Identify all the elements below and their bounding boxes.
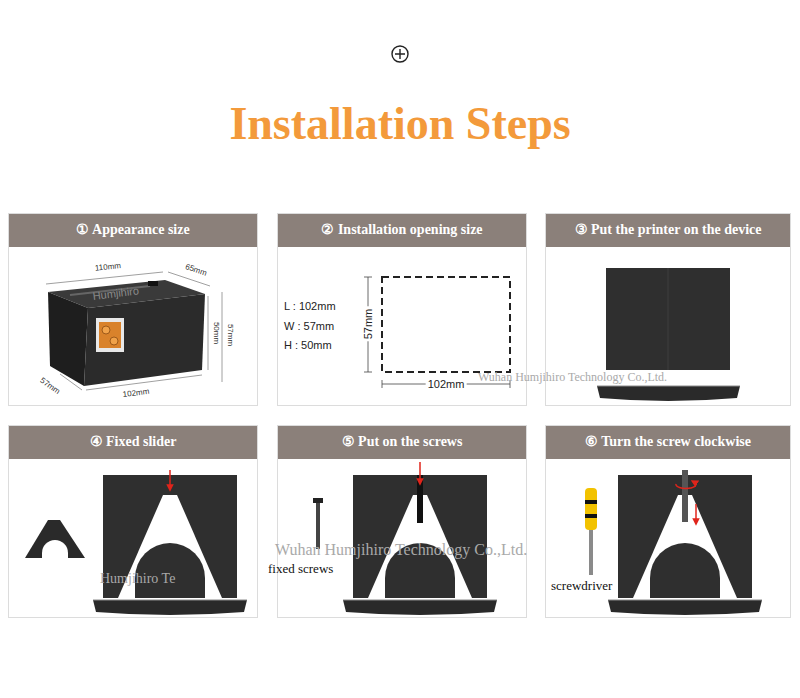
watermark: Humjihiro (92, 284, 140, 302)
page-title: Installation Steps (0, 96, 800, 151)
dimension: H : 50mm (284, 339, 332, 352)
dimension-line (60, 374, 82, 390)
dimension: 50mm (211, 322, 220, 344)
dimension: 65mm (184, 262, 208, 278)
dimension: 110mm (95, 261, 122, 273)
dimension: 57mm (225, 324, 234, 346)
gear (110, 337, 118, 345)
dimension: 57mm (38, 376, 61, 396)
screw-head (313, 498, 323, 503)
step-heading: ① Appearance size (9, 214, 257, 247)
slider-arch (42, 540, 68, 558)
step-heading: ② Installation opening size (278, 214, 526, 247)
step-panel: ④ Fixed slider (8, 425, 258, 618)
mechanism-frame (96, 318, 124, 352)
rotate-arrow (676, 482, 696, 488)
screwdriver-handle (585, 488, 597, 530)
device-base (597, 386, 740, 401)
slider-part (25, 520, 85, 558)
device-edge (343, 600, 497, 601)
device-base (93, 600, 247, 615)
screwdriver-shaft (589, 530, 593, 575)
handle-stripe (585, 500, 597, 504)
device-base (343, 600, 497, 615)
red-arrow (419, 462, 421, 482)
watermark: Humjihiro Te (100, 571, 175, 587)
watermark: Wuhan Humjihiro Technology Co.,Ltd. (478, 371, 667, 385)
device-edge (93, 600, 247, 601)
dimension-line (222, 292, 223, 382)
part-label: screwdriver (551, 579, 612, 594)
printer-body (606, 268, 730, 370)
step-heading: ⑤ Put on the screws (278, 426, 526, 459)
part-label: fixed screws (268, 562, 333, 577)
printer-seam (668, 268, 669, 370)
dimension: W : 57mm (284, 320, 334, 333)
slider-arch (135, 543, 205, 598)
device-edge (597, 386, 740, 387)
red-arrow (169, 470, 171, 488)
printer-side (48, 292, 88, 386)
device-edge (608, 600, 762, 601)
handle-stripe (585, 514, 597, 518)
printer-button (148, 281, 158, 286)
dimension: 102mm (426, 378, 467, 391)
dimension-line (46, 272, 163, 284)
step-heading: ④ Fixed slider (9, 426, 257, 459)
dimension: L : 102mm (284, 300, 336, 313)
printer-front (84, 294, 205, 386)
red-arrow (695, 504, 697, 522)
gear (102, 326, 110, 334)
device-base (608, 600, 762, 615)
dimension: 102mm (122, 387, 150, 399)
screw (417, 475, 423, 523)
plus-sign (395, 49, 405, 59)
step-heading: ⑥ Turn the screw clockwise (546, 426, 790, 459)
slider-arch (650, 543, 720, 598)
step-heading: ③ Put the printer on the device (546, 214, 790, 247)
plus-circle (392, 46, 408, 62)
printer-gears (99, 322, 121, 348)
screw (682, 470, 688, 522)
watermark: Wuhan Humjihiro Technology Co.,Ltd. (275, 541, 527, 559)
step-panel: ⑤ Put on the screws (277, 425, 527, 618)
printer-body (353, 475, 487, 598)
dimension: 57mm (362, 307, 375, 342)
opening-outline (382, 277, 510, 372)
dimension-line (208, 296, 209, 370)
